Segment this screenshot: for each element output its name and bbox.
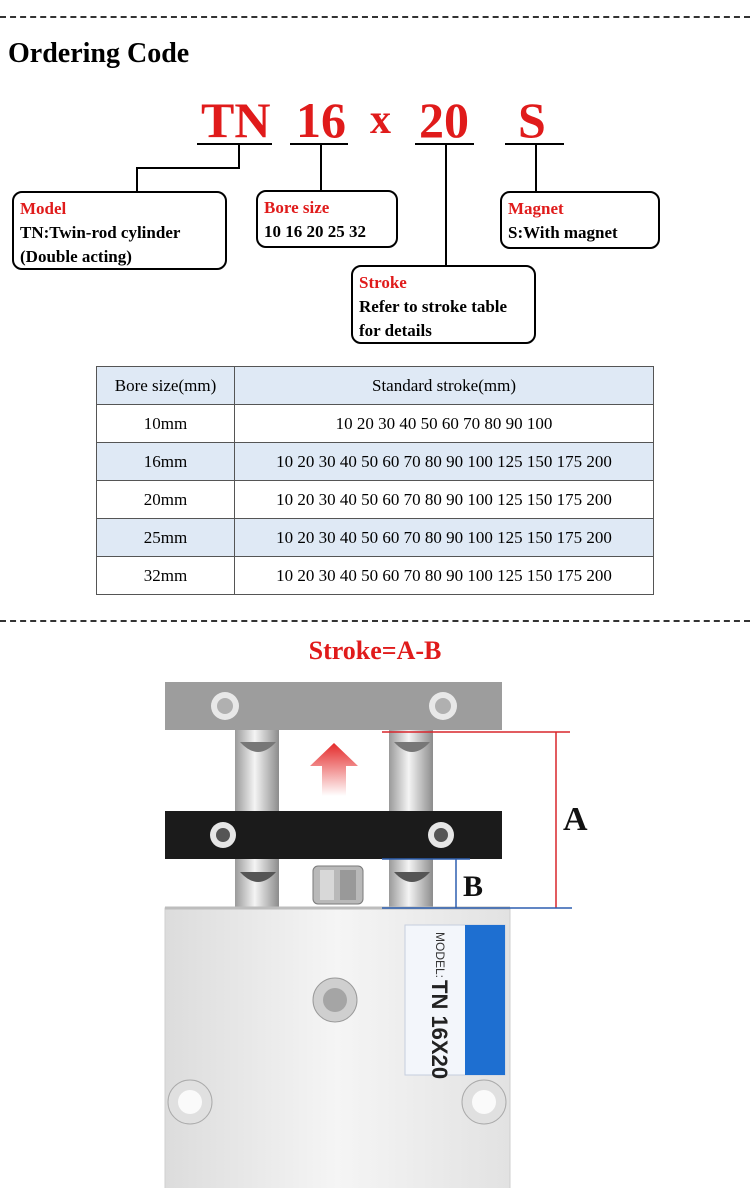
model-box-line1: TN:Twin-rod cylinder: [20, 223, 181, 242]
dim-b-label: B: [463, 870, 483, 903]
table-cell-bore: 16mm: [96, 442, 235, 481]
table-cell-strokes: 10 20 30 40 50 60 70 80 90 100 125 150 1…: [234, 556, 654, 595]
table-cell-strokes: 10 20 30 40 50 60 70 80 90 100 125 150 1…: [234, 480, 654, 519]
middle-divider: [0, 620, 750, 622]
connector-model: [238, 144, 240, 169]
table-row: 16mm 10 20 30 40 50 60 70 80 90 100 125 …: [96, 442, 654, 481]
stroke-table: Bore size(mm) Standard stroke(mm) 10mm 1…: [96, 366, 654, 595]
top-divider: [0, 16, 750, 18]
table-row: 25mm 10 20 30 40 50 60 70 80 90 100 125 …: [96, 518, 654, 557]
model-plate-label: MODEL:: [433, 932, 447, 978]
code-model: TN: [201, 92, 271, 148]
code-bore: 16: [296, 92, 346, 148]
table-row: 10mm 10 20 30 40 50 60 70 80 90 100: [96, 404, 654, 443]
magnet-box: Magnet S:With magnet: [500, 191, 660, 249]
magnet-box-line1: S:With magnet: [508, 223, 618, 242]
table-cell-bore: 32mm: [96, 556, 235, 595]
stroke-box-title: Stroke: [359, 273, 407, 292]
stroke-box-line1: Refer to stroke table: [359, 297, 508, 316]
table-cell-bore: 10mm: [96, 404, 235, 443]
code-magnet: S: [518, 92, 546, 148]
model-box: Model TN:Twin-rod cylinder (Double actin…: [12, 191, 227, 270]
code-separator: x: [370, 97, 391, 143]
model-box-title: Model: [20, 199, 67, 218]
magnet-box-title: Magnet: [508, 199, 564, 218]
table-header-row: Bore size(mm) Standard stroke(mm): [96, 366, 654, 405]
code-stroke: 20: [419, 92, 469, 148]
bore-box-line1: 10 16 20 25 32: [264, 222, 366, 241]
table-cell-strokes: 10 20 30 40 50 60 70 80 90 100 125 150 1…: [234, 442, 654, 481]
up-arrow-icon: [310, 743, 358, 796]
page-title: Ordering Code: [8, 38, 190, 69]
table-cell-bore: 20mm: [96, 480, 235, 519]
cylinder-figure: MODEL: TN 16X20 A B: [164, 682, 588, 1188]
connector-model: [136, 167, 240, 169]
stroke-formula: Stroke=A-B: [308, 636, 442, 665]
table-row: 32mm 10 20 30 40 50 60 70 80 90 100 125 …: [96, 556, 654, 595]
model-plate-stripe: [465, 925, 505, 1075]
stroke-box-line2: for details: [359, 321, 432, 340]
connector-stroke: [445, 144, 447, 266]
connector-model: [136, 167, 138, 192]
table-header: Bore size(mm): [96, 366, 235, 405]
connector-magnet: [535, 144, 537, 192]
model-box-line2: (Double acting): [20, 247, 132, 266]
underline-stroke: [415, 143, 474, 145]
table-cell-strokes: 10 20 30 40 50 60 70 80 90 100 125 150 1…: [234, 518, 654, 557]
table-header: Standard stroke(mm): [234, 366, 654, 405]
underline-bore: [290, 143, 348, 145]
table-cell-strokes: 10 20 30 40 50 60 70 80 90 100: [234, 404, 654, 443]
table-row: 20mm 10 20 30 40 50 60 70 80 90 100 125 …: [96, 480, 654, 519]
underline-magnet: [505, 143, 564, 145]
stroke-box: Stroke Refer to stroke table for details: [351, 265, 536, 344]
bore-box: Bore size 10 16 20 25 32: [256, 190, 398, 248]
model-plate-value: TN 16X20: [427, 980, 452, 1079]
connector-bore: [320, 144, 322, 191]
bore-box-title: Bore size: [264, 198, 330, 217]
dim-a-label: A: [563, 801, 588, 838]
underline-model: [197, 143, 272, 145]
table-cell-bore: 25mm: [96, 518, 235, 557]
